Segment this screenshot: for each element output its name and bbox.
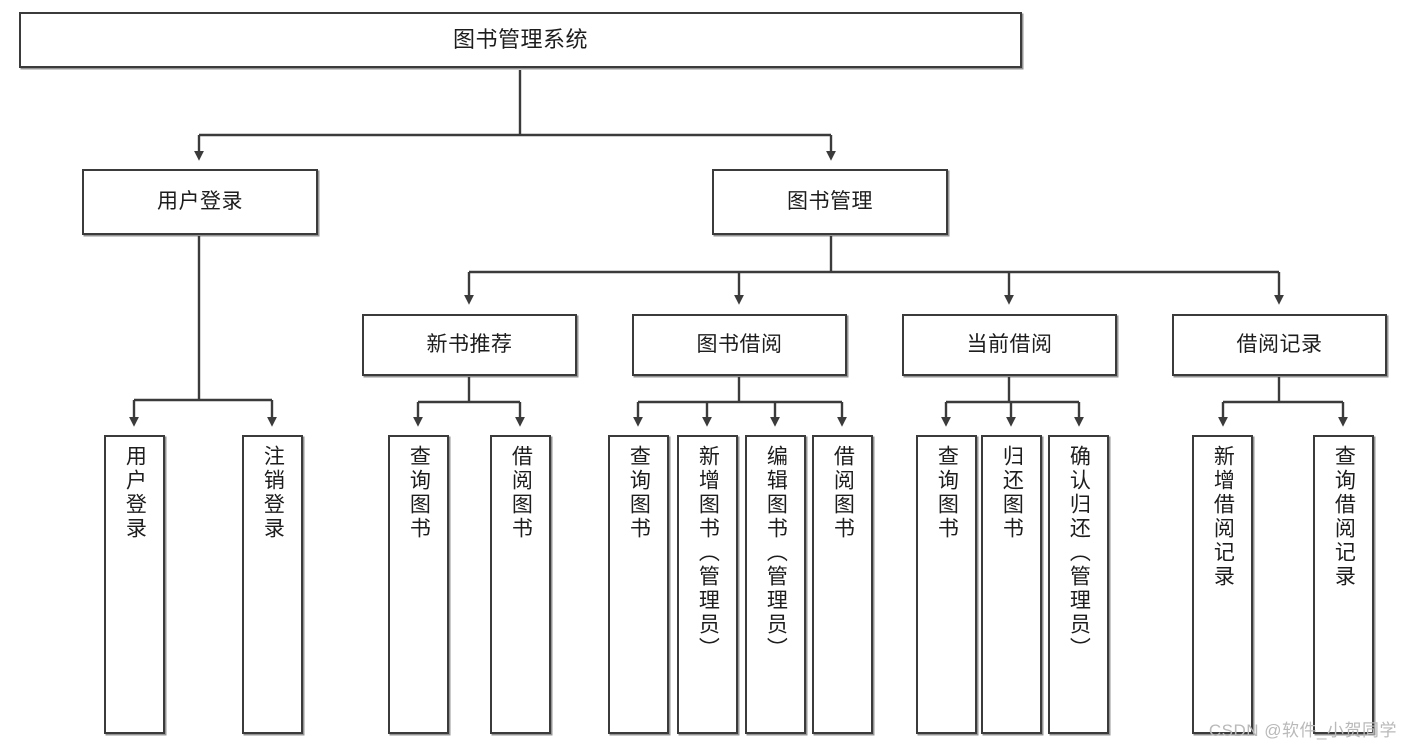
node-leaf-query-book-3-label: 查询图书: [935, 445, 959, 541]
csdn-watermark: CSDN @软件_小贺同学: [1208, 721, 1397, 740]
node-borrow-record[interactable]: 借阅记录: [1172, 314, 1387, 376]
node-leaf-borrow-book-2-label: 借阅图书: [831, 445, 855, 541]
node-leaf-confirm-return[interactable]: 确认归还（管理员）: [1048, 435, 1109, 734]
node-leaf-query-record-label: 查询借阅记录: [1332, 445, 1356, 589]
node-leaf-query-book-2-label: 查询图书: [627, 445, 651, 541]
node-leaf-add-book[interactable]: 新增图书（管理员）: [677, 435, 738, 734]
node-leaf-query-book-3[interactable]: 查询图书: [916, 435, 977, 734]
node-leaf-borrow-book-1-label: 借阅图书: [509, 445, 533, 541]
node-book-borrow[interactable]: 图书借阅: [632, 314, 847, 376]
node-leaf-return-book-label: 归还图书: [1000, 445, 1024, 541]
node-leaf-query-book-2[interactable]: 查询图书: [608, 435, 669, 734]
node-root[interactable]: 图书管理系统: [19, 12, 1022, 68]
node-current-borrow[interactable]: 当前借阅: [902, 314, 1117, 376]
node-leaf-logout-login[interactable]: 注销登录: [242, 435, 303, 734]
node-current-borrow-label: 当前借阅: [966, 332, 1053, 356]
node-new-book-recommend-label: 新书推荐: [426, 332, 513, 356]
node-leaf-borrow-book-2[interactable]: 借阅图书: [812, 435, 873, 734]
node-book-management[interactable]: 图书管理: [712, 169, 948, 235]
node-leaf-add-record-label: 新增借阅记录: [1211, 445, 1235, 589]
node-leaf-confirm-return-label: 确认归还（管理员）: [1067, 445, 1091, 661]
node-root-label: 图书管理系统: [452, 27, 588, 53]
node-leaf-borrow-book-1[interactable]: 借阅图书: [490, 435, 551, 734]
node-new-book-recommend[interactable]: 新书推荐: [362, 314, 577, 376]
node-leaf-logout-login-label: 注销登录: [261, 445, 285, 541]
node-leaf-user-login-label: 用户登录: [123, 445, 147, 541]
node-book-management-label: 图书管理: [787, 189, 873, 213]
node-book-borrow-label: 图书借阅: [696, 332, 783, 356]
node-leaf-add-book-label: 新增图书（管理员）: [696, 445, 720, 661]
node-leaf-query-record[interactable]: 查询借阅记录: [1313, 435, 1374, 734]
node-user-login-label: 用户登录: [157, 189, 243, 213]
node-leaf-query-book-1-label: 查询图书: [407, 445, 431, 541]
node-leaf-user-login[interactable]: 用户登录: [104, 435, 165, 734]
node-leaf-edit-book-label: 编辑图书（管理员）: [764, 445, 788, 661]
node-leaf-edit-book[interactable]: 编辑图书（管理员）: [745, 435, 806, 734]
node-leaf-query-book-1[interactable]: 查询图书: [388, 435, 449, 734]
node-user-login[interactable]: 用户登录: [82, 169, 318, 235]
node-borrow-record-label: 借阅记录: [1236, 332, 1323, 356]
node-leaf-add-record[interactable]: 新增借阅记录: [1192, 435, 1253, 734]
node-leaf-return-book[interactable]: 归还图书: [981, 435, 1042, 734]
